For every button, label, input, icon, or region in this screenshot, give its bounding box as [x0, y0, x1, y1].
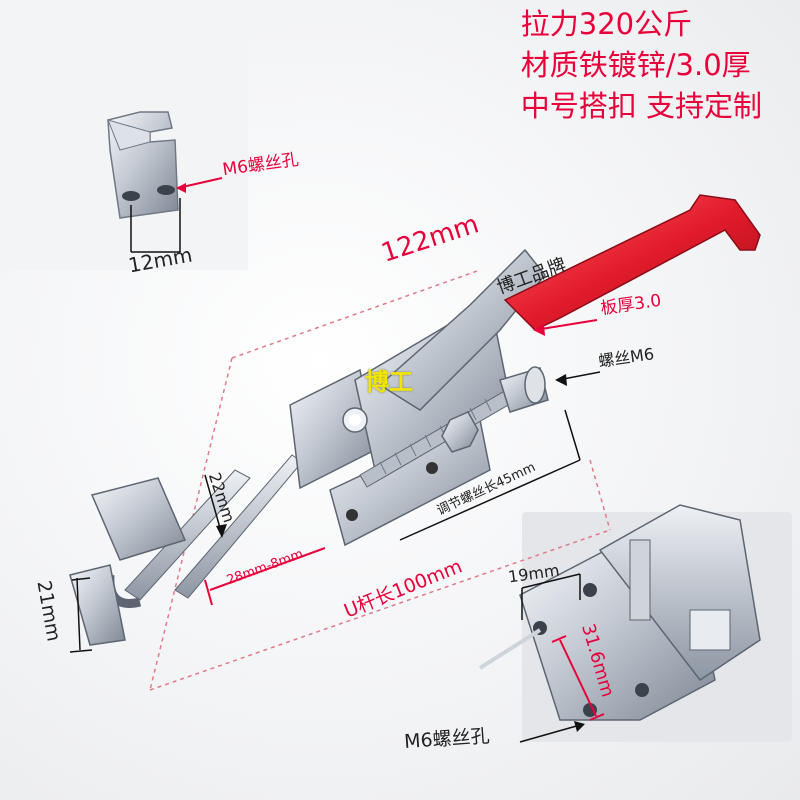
promo-line-material: 材质铁镀锌/3.0厚	[520, 48, 751, 82]
promo-line-tension: 拉力320公斤	[520, 7, 693, 41]
red-dimension-lines	[204, 319, 598, 606]
dimension-lines	[69, 371, 601, 653]
catch-plate	[107, 111, 223, 253]
promo-line-model: 中号搭扣 支持定制	[520, 89, 762, 123]
latch-clamp	[69, 194, 761, 646]
promo-text-block: 拉力320公斤 材质铁镀锌/3.0厚 中号搭扣 支持定制	[521, 4, 762, 127]
watermark-text: 博工	[365, 368, 413, 396]
base-plate-detail	[478, 504, 761, 743]
